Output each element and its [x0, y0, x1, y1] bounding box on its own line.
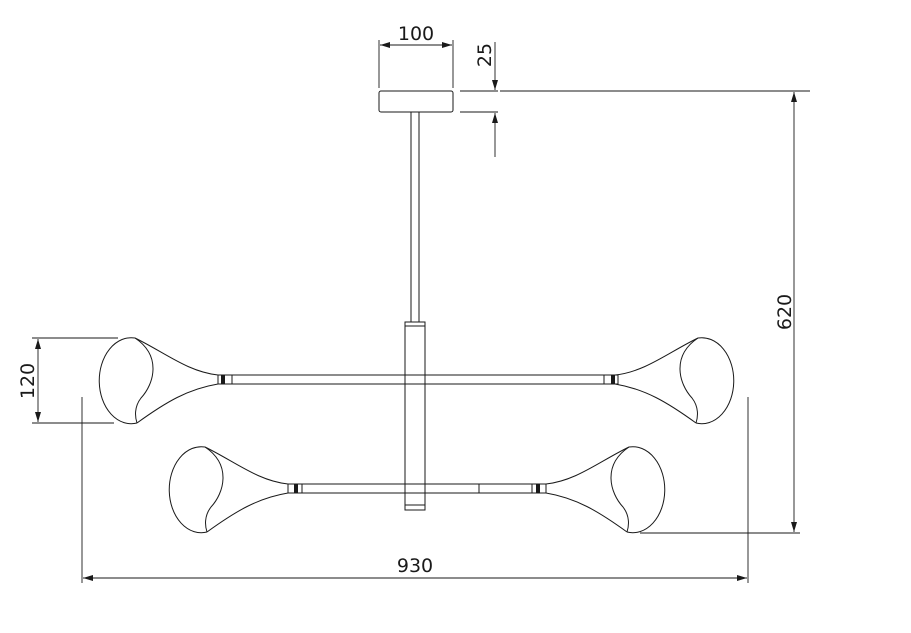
central-body [404, 321, 426, 511]
dimension-canopy-height: 25 [460, 42, 498, 157]
label-total-width: 930 [397, 555, 433, 577]
suspension-rod [410, 112, 420, 323]
dimension-shade-height: 120 [17, 337, 118, 424]
label-shade-height: 120 [17, 363, 39, 399]
label-total-height: 620 [774, 294, 796, 330]
shade-lower-left [168, 446, 289, 534]
dimension-total-width: 930 [81, 397, 749, 583]
dimension-canopy-width: 100 [378, 23, 454, 88]
label-canopy-width: 100 [398, 23, 434, 45]
shade-upper-left [98, 337, 219, 425]
lower-arm [287, 483, 547, 494]
label-canopy-height: 25 [474, 43, 496, 67]
shade-upper-right [614, 337, 735, 425]
dimension-total-height: 620 [500, 90, 810, 534]
ceiling-canopy [378, 90, 454, 113]
shade-lower-right [545, 446, 666, 534]
upper-arm [217, 374, 619, 385]
